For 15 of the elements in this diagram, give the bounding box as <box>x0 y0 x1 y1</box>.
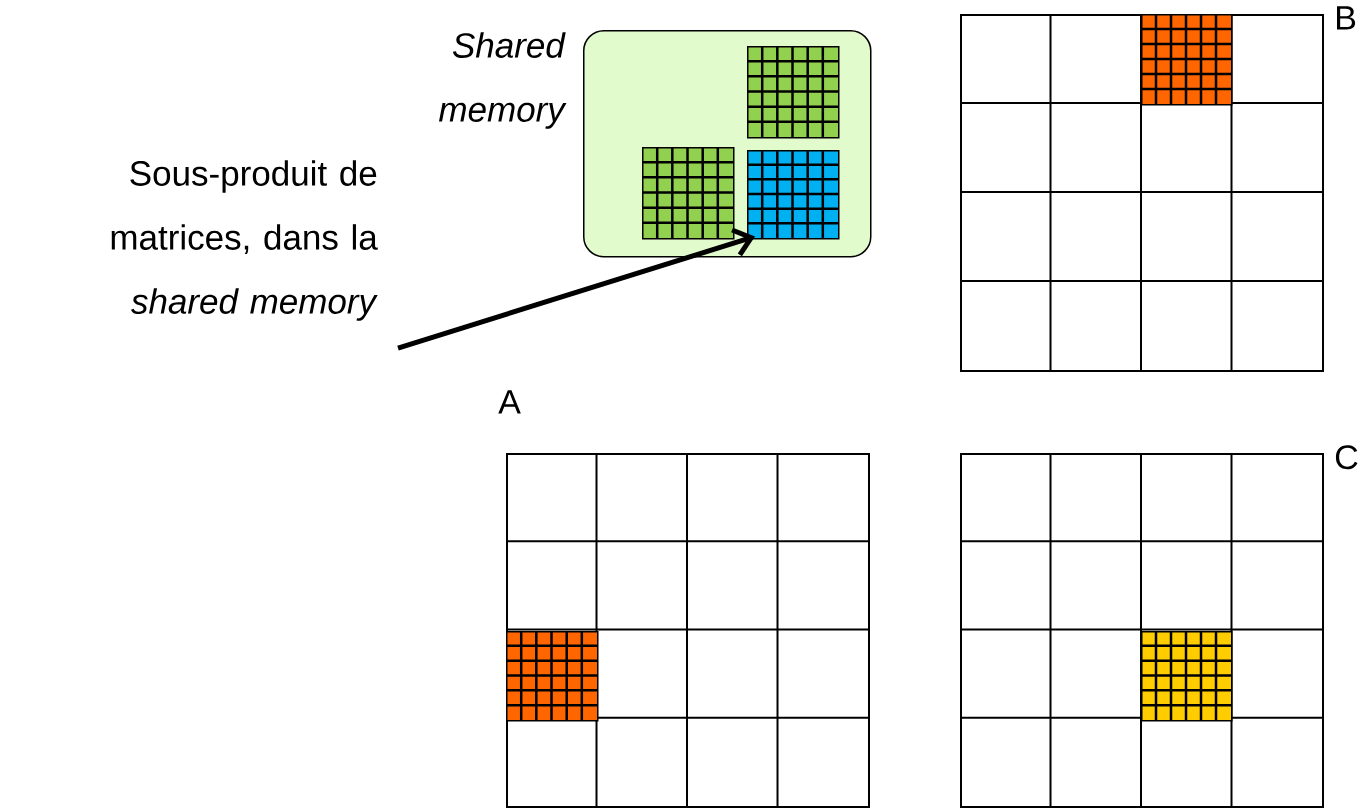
annotation-text: Sous-produit de matrices, dans la shared memory <box>111 160 378 321</box>
tile-grid <box>1141 631 1233 722</box>
matrix-label: B <box>1337 6 1356 30</box>
matrix-label: A <box>498 390 521 414</box>
panel-label: Shared memory <box>439 32 567 129</box>
arrow <box>397 227 755 351</box>
matrix-grid <box>505 452 870 808</box>
matrix-grid <box>959 13 1324 372</box>
tile-grid <box>642 147 735 240</box>
matrix-label: C <box>1335 445 1358 470</box>
tile-grid <box>506 631 599 722</box>
matrix-grid <box>959 452 1324 808</box>
tile-grid <box>1141 14 1233 106</box>
tile-grid <box>747 46 840 139</box>
tile-grid <box>747 150 840 240</box>
